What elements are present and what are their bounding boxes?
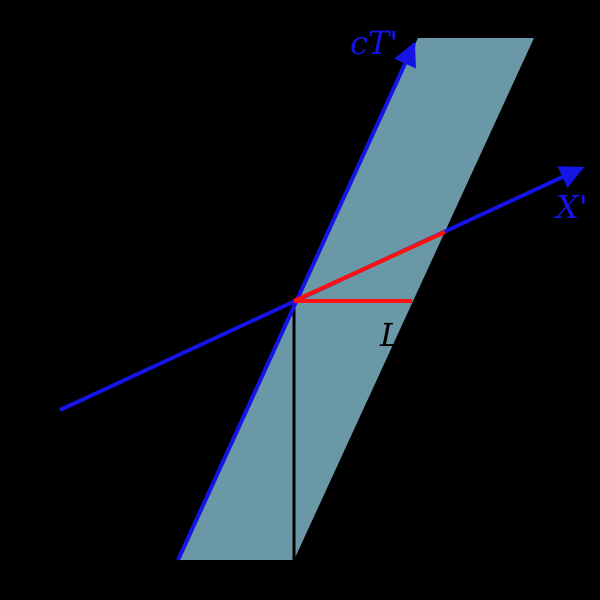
- length-label: L: [379, 316, 401, 354]
- length-segment-along-x-prime: [293, 230, 446, 303]
- space-axis-label: X': [553, 188, 588, 226]
- time-axis-label: cT': [350, 24, 398, 62]
